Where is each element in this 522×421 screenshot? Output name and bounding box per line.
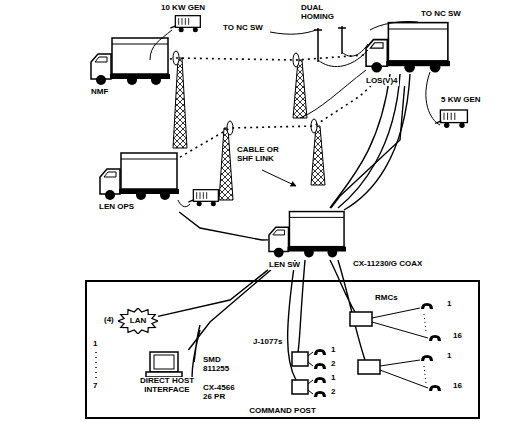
cable-label: CX-4566 26 PR [202,384,244,402]
generator-label: 5 KW GEN [440,96,482,105]
node-label: NMF [90,88,109,97]
trucks [91,23,450,258]
len-sw-truck: LEN SW [268,208,346,270]
radio-link [170,55,365,60]
cable-connector [179,212,268,240]
callout-number: 1 [330,346,336,355]
cable-connector [331,86,405,208]
callout-number: 1 [330,374,336,383]
node-label: LOS(V)4 [365,77,399,86]
callout-number: 2 [330,360,336,369]
lan-burst: LAN [118,308,158,334]
antenna-label: DUAL HOMING [300,4,342,22]
rmc-boxes [292,308,428,394]
destination-label: TO NC SW [222,24,264,33]
terminal-icon [96,352,182,378]
callout-number: (4) [103,316,115,325]
node-label: DIRECT HOST INTERFACE [138,377,196,395]
node-label: LEN SW [268,261,301,270]
callout-number: 1 [446,300,452,309]
generators [150,16,467,207]
callout-number: 2 [330,388,336,397]
generator-label: 10 KW GEN [160,4,206,13]
callout-number: 16 [452,382,463,391]
node-label: LAN [129,317,147,326]
group-label: RMCs [374,294,399,303]
nmf-truck: NMF [90,35,170,97]
phones [314,303,441,397]
node-label: LEN OPS [98,203,135,212]
callout-number: 1 [92,340,98,349]
cable-label: CX-11230/G COAX [352,260,423,269]
link-label: CABLE OR SHF LINK [236,146,280,164]
los-truck: LOS(V)4 [365,18,450,86]
cable-connector [158,270,268,317]
group-label: J-1077s [252,338,283,347]
node-heading: COMMAND POST [248,407,317,416]
command-post-box: COMMAND POST LAN DIRECT HOST INTERFACE [85,280,480,419]
cable-label: SMD 811255 [202,356,238,374]
callout-number: 7 [92,382,98,391]
host-interface: DIRECT HOST INTERFACE [138,350,194,408]
destination-label: TO NC SW [420,10,462,19]
callout-number: 16 [452,332,463,341]
callout-number: 1 [446,352,452,361]
len-ops-truck: LEN OPS [98,150,180,212]
